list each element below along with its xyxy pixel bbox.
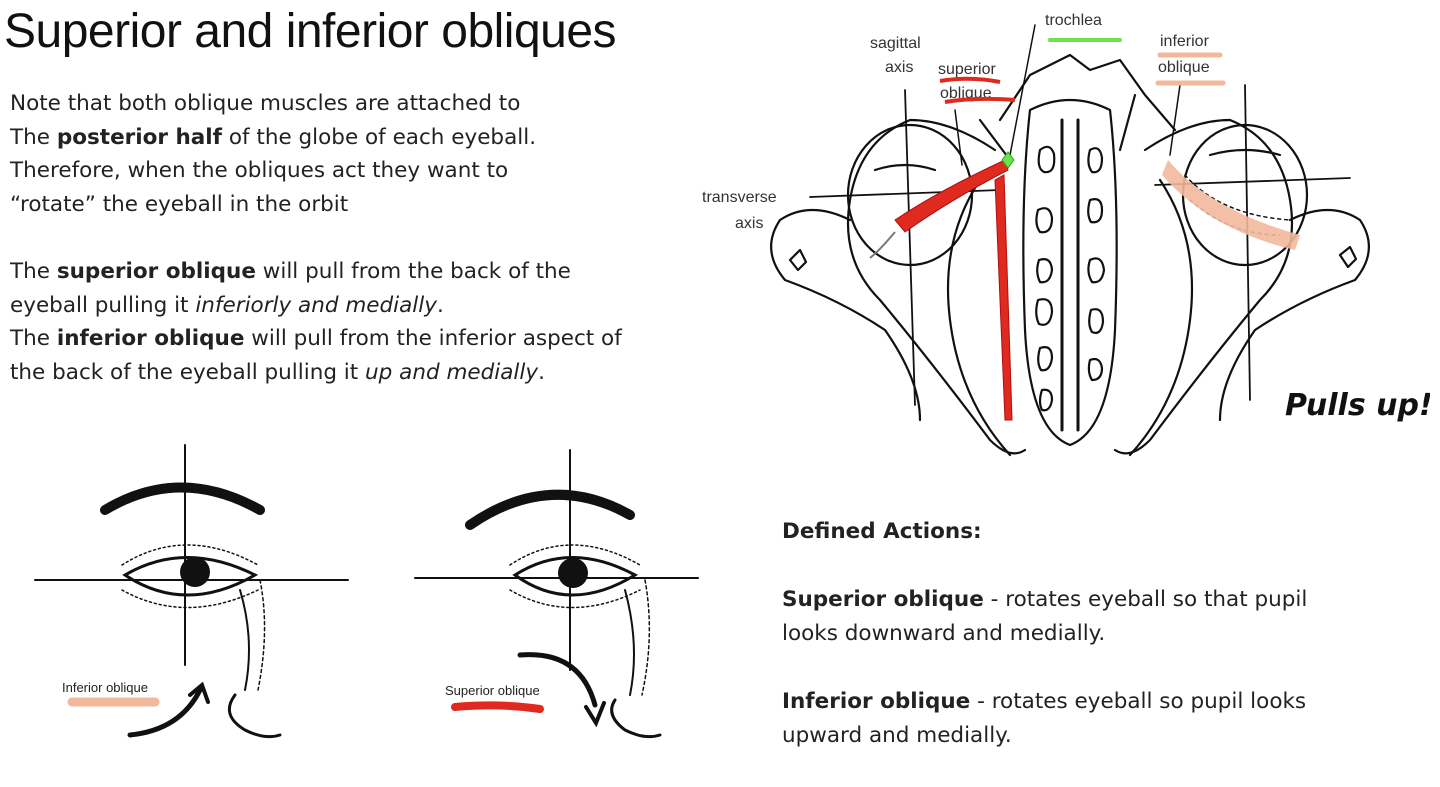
eye-label-inferior-oblique: Inferior oblique: [62, 680, 148, 695]
label-inferior-oblique: oblique: [1158, 59, 1210, 76]
actions-heading: Defined Actions:: [782, 519, 982, 544]
label-superior: superior: [938, 61, 996, 78]
pull-paragraph: The superior oblique will pull from the …: [10, 255, 622, 389]
slide-title: Superior and inferior obliques: [4, 5, 617, 58]
action-superior-oblique: Superior oblique - rotates eyeball so th…: [782, 587, 1308, 646]
label-trochlea: trochlea: [1045, 12, 1102, 29]
eye-label-superior-oblique: Superior oblique: [445, 683, 540, 698]
pulls-up-note: Pulls up!: [1285, 388, 1430, 423]
superior-oblique-muscle: [894, 159, 1009, 233]
intro-line-2: The posterior half of the globe of each …: [10, 124, 537, 150]
io-pull-line-1: The inferior oblique will pull from the …: [10, 326, 622, 351]
label-sagittal-axis: axis: [885, 59, 913, 76]
eye-inferior-oblique: Inferior oblique: [34, 444, 349, 739]
label-sagittal: sagittal: [870, 35, 921, 52]
so-pull-line-2: eyeball pulling it inferiorly and medial…: [10, 292, 444, 318]
eye-superior-oblique: Superior oblique: [414, 449, 699, 739]
intro-line-4: “rotate” the eyeball in the orbit: [10, 191, 349, 217]
action-inferior-oblique: Inferior oblique - rotates eyeball so pu…: [782, 689, 1307, 748]
label-transverse: transverse: [702, 189, 777, 206]
label-transverse-axis: axis: [735, 215, 763, 232]
defined-actions: Defined Actions: Superior oblique - rota…: [782, 515, 1307, 787]
intro-paragraph: Note that both oblique muscles are attac…: [10, 87, 536, 221]
orbit-diagram: trochlea sagittal axis superior oblique …: [702, 12, 1430, 457]
intro-line-3: Therefore, when the obliques act they wa…: [10, 158, 509, 183]
so-pull-line-1: The superior oblique will pull from the …: [10, 259, 571, 284]
inferior-oblique-muscle: [1162, 160, 1300, 250]
io-pull-line-2: the back of the eyeball pulling it up an…: [10, 359, 545, 385]
label-inferior: inferior: [1160, 33, 1210, 50]
intro-line-1: Note that both oblique muscles are attac…: [10, 91, 521, 116]
